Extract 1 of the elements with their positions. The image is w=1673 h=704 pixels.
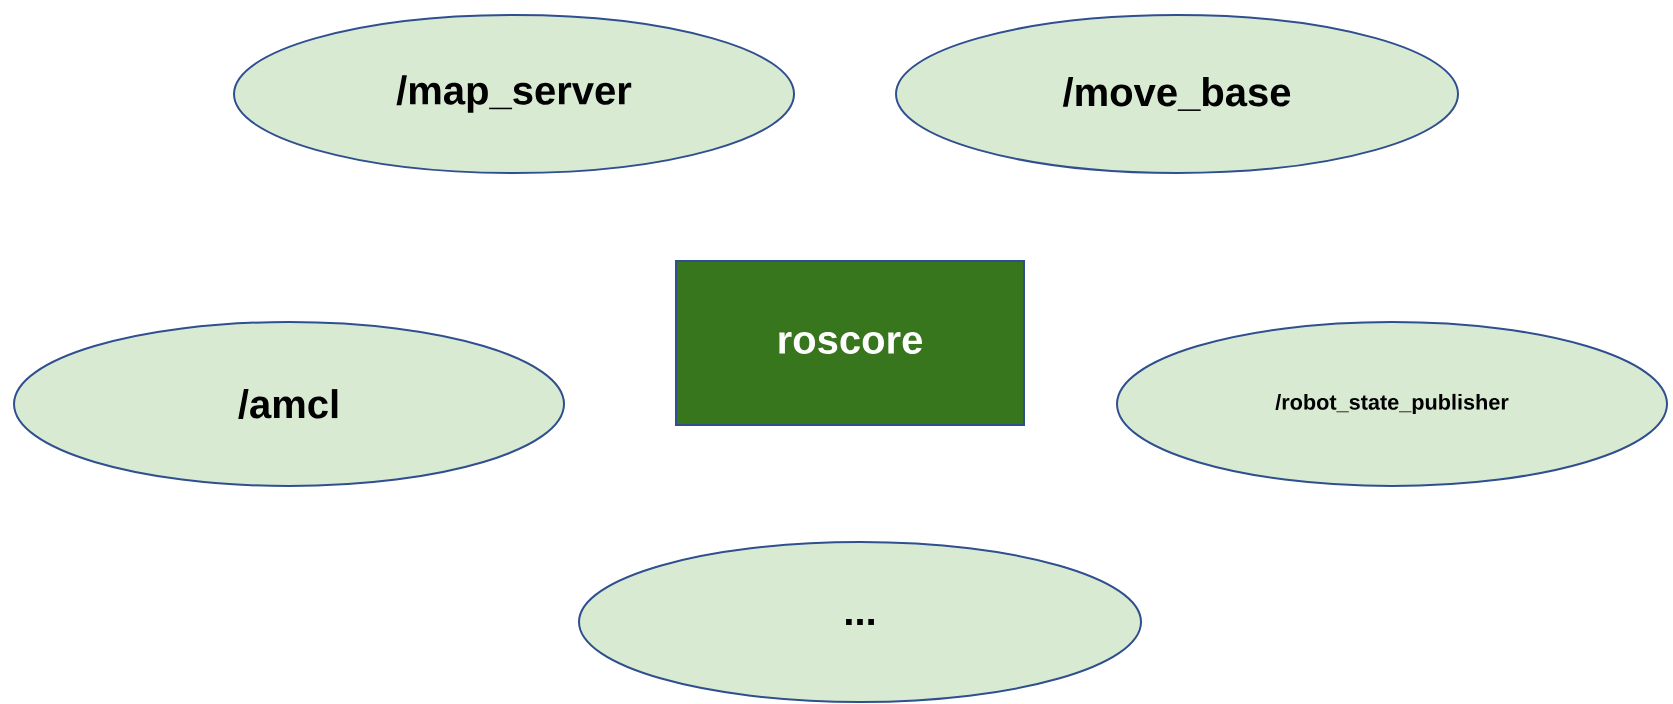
process-box: roscore	[675, 260, 1025, 426]
